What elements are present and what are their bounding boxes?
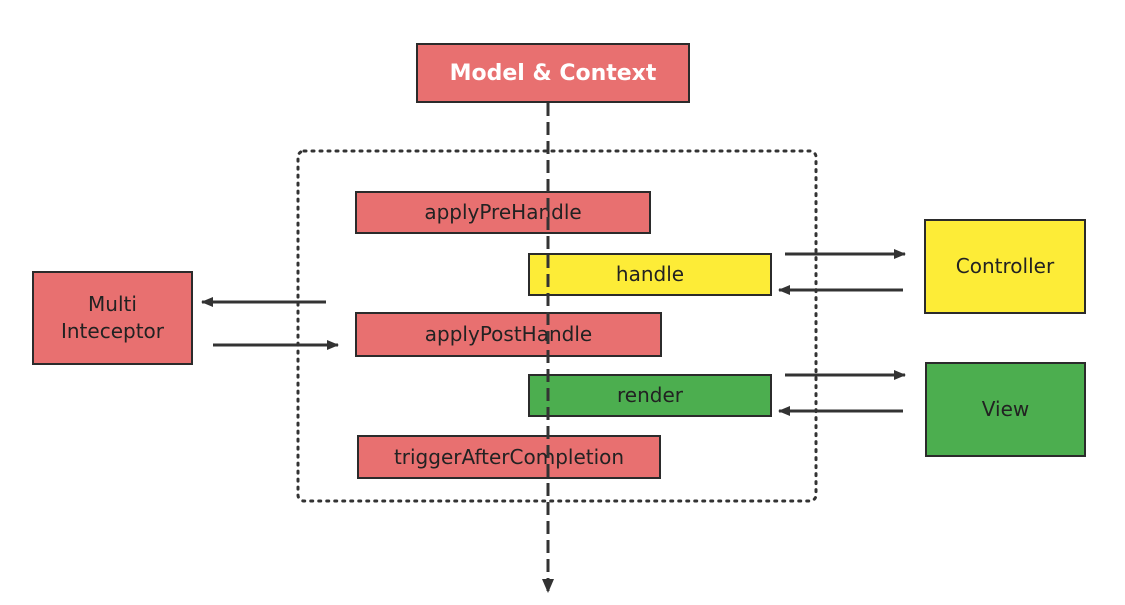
render-box: render <box>528 374 772 417</box>
model-context-label: Model & Context <box>449 60 657 86</box>
controller-box: Controller <box>924 219 1086 314</box>
apply-pre-handle-box: applyPreHandle <box>355 191 651 234</box>
multi-interceptor-box: Multi Inteceptor <box>32 271 193 365</box>
trigger-after-completion-box: triggerAfterCompletion <box>357 435 661 479</box>
controller-label: Controller <box>955 254 1055 278</box>
apply-post-handle-box: applyPostHandle <box>355 312 662 357</box>
apply-post-handle-label: applyPostHandle <box>424 322 593 346</box>
render-label: render <box>617 383 683 407</box>
apply-pre-handle-label: applyPreHandle <box>424 200 582 224</box>
view-box: View <box>925 362 1086 457</box>
interceptor-chain-container <box>296 149 818 503</box>
handle-label: handle <box>615 262 685 286</box>
trigger-after-completion-label: triggerAfterCompletion <box>393 444 625 469</box>
multi-interceptor-label: Multi Inteceptor <box>60 292 165 343</box>
view-label: View <box>981 397 1030 421</box>
model-context-box: Model & Context <box>416 43 690 103</box>
handle-box: handle <box>528 253 772 296</box>
